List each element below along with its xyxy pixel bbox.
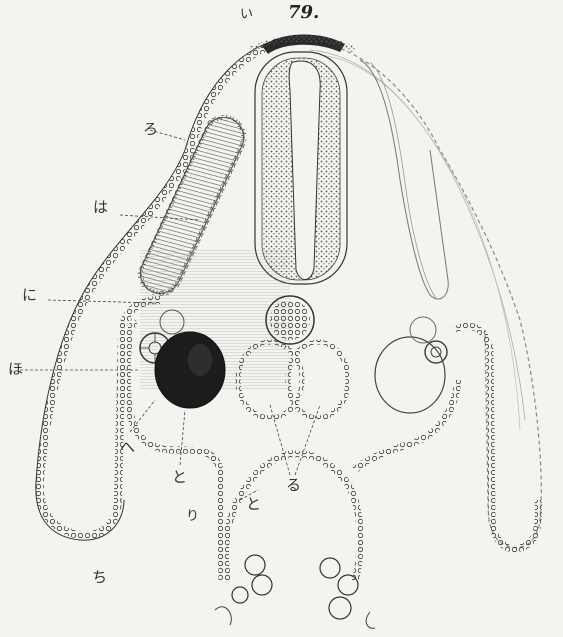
label-to-right: と (246, 497, 261, 512)
right-vessel (375, 337, 445, 413)
gut-tube-left (225, 454, 300, 582)
bottom-vesicles-left (232, 555, 272, 603)
figure-number: 79. (288, 2, 319, 23)
label-ha: は (93, 200, 108, 215)
gut-tube-right (300, 454, 360, 582)
corner-mark: い (240, 8, 253, 21)
label-he: へ (120, 440, 135, 455)
label-chi: ち (92, 570, 107, 585)
label-nu: る (286, 478, 301, 493)
label-ho: ほ (8, 362, 23, 377)
label-ro: ろ (143, 122, 158, 137)
right-fold (455, 326, 538, 549)
right-inner-fold (355, 380, 458, 470)
label-ri: り (186, 510, 199, 523)
bottom-vesicles-right (320, 558, 358, 619)
aorta-right (288, 342, 348, 418)
label-to-left: と (172, 470, 187, 485)
label-ni: に (22, 288, 37, 303)
dark-mass (155, 332, 225, 408)
